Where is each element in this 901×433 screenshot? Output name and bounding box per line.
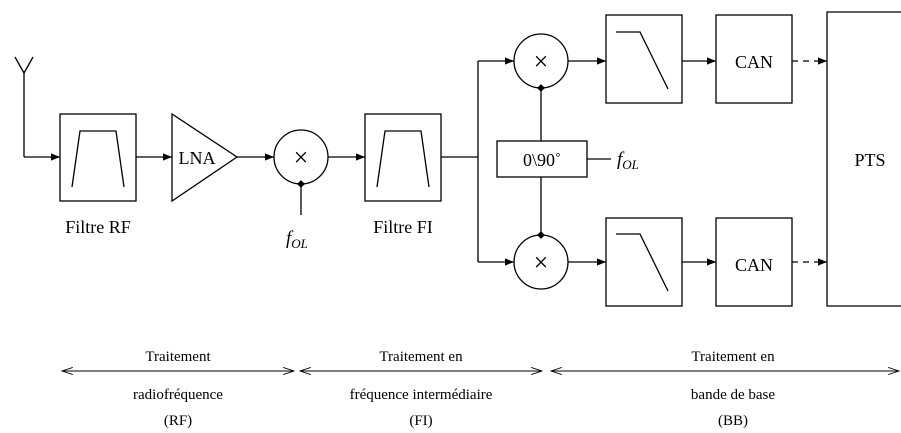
mixer-i: × xyxy=(513,33,569,89)
lowpass-icon xyxy=(616,233,669,292)
svg-text:×: × xyxy=(534,248,549,277)
lo-main-label: fOL xyxy=(286,228,308,251)
bandpass-icon xyxy=(71,130,125,188)
can-top-label: CAN xyxy=(735,52,773,72)
lo-iq-label: fOL xyxy=(617,149,639,172)
svg-text:×: × xyxy=(534,47,549,76)
fi-filter-block xyxy=(364,113,442,202)
lna-label: LNA xyxy=(179,148,216,168)
phase-shifter-block xyxy=(496,140,588,178)
lowpass-icon xyxy=(616,31,669,90)
section-rf-line3: (RF) xyxy=(164,413,192,429)
section-fi-line1: Traitement en xyxy=(379,349,463,365)
section-fi-line2: fréquence intermédiaire xyxy=(350,387,493,403)
pts-block xyxy=(826,11,901,307)
phase-shifter-label: 0\90˚ xyxy=(523,150,561,170)
bandpass-icon xyxy=(376,130,430,188)
can-block-top xyxy=(715,14,793,104)
can-block-bottom xyxy=(715,217,793,307)
section-fi-line3: (FI) xyxy=(409,413,432,429)
lowpass-filter-top xyxy=(605,14,683,104)
antenna-icon xyxy=(14,56,34,157)
lna-block xyxy=(171,112,239,203)
section-rf-line1: Traitement xyxy=(145,349,211,365)
mixer-q: × xyxy=(513,234,569,290)
lowpass-filter-bottom xyxy=(605,217,683,307)
mixer-main: × xyxy=(273,129,329,185)
fi-filter-label: Filtre FI xyxy=(373,217,433,237)
section-rf-line2: radiofréquence xyxy=(133,387,223,403)
rf-filter-block xyxy=(59,113,137,202)
pts-label: PTS xyxy=(854,150,885,170)
section-bb-line2: bande de base xyxy=(691,387,775,403)
section-bb-line1: Traitement en xyxy=(691,349,775,365)
can-bottom-label: CAN xyxy=(735,255,773,275)
rf-filter-label: Filtre RF xyxy=(65,217,131,237)
svg-text:×: × xyxy=(294,143,309,172)
section-bb-line3: (BB) xyxy=(718,413,748,429)
